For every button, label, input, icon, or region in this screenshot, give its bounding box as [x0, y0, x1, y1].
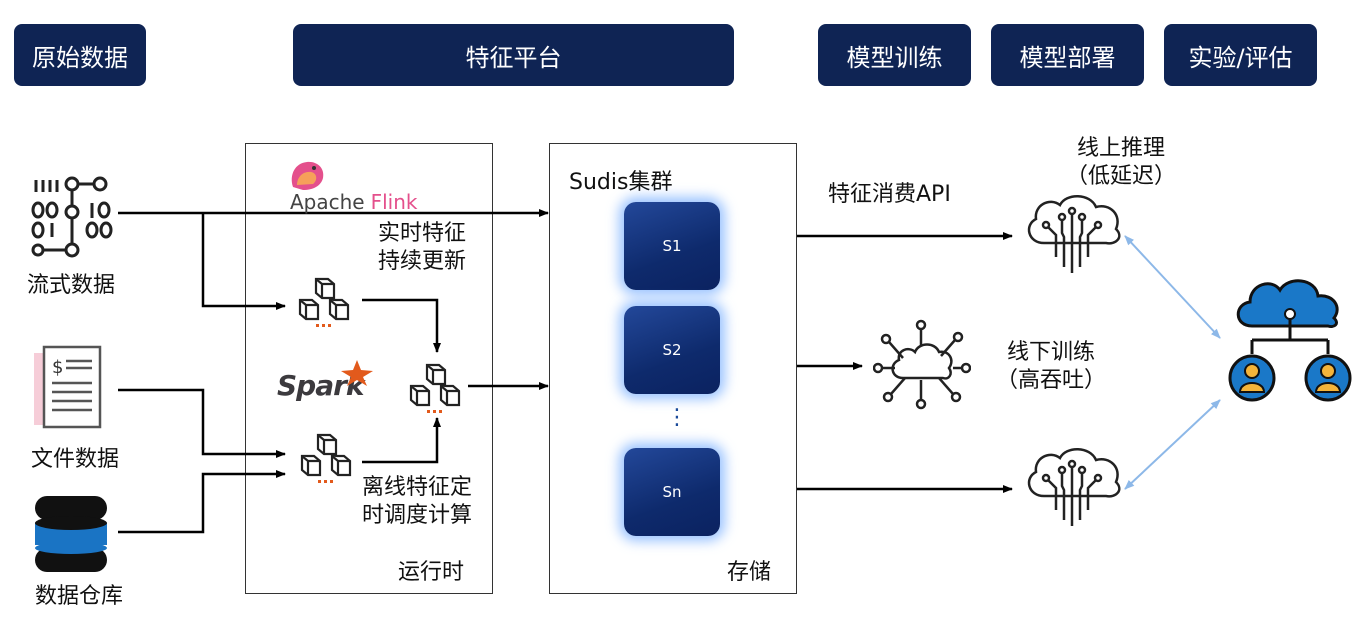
- cloud-network-icon: [873, 319, 971, 410]
- storage-label: 存储: [727, 560, 772, 585]
- header-model-deploy: 模型部署: [991, 24, 1144, 86]
- spark-star-icon: [341, 360, 373, 386]
- link-cloud3-to-users: [1124, 399, 1221, 490]
- header-raw-data: 原始数据: [14, 24, 146, 86]
- storage-ellipsis: ⋮: [666, 405, 688, 430]
- link-online-to-users: [1124, 235, 1221, 339]
- header-experiment: 实验/评估: [1164, 24, 1317, 86]
- header-feature-platform: 特征平台: [293, 24, 734, 86]
- arrow-offline-to-merge: [362, 417, 441, 464]
- storage-node-s1: S1: [624, 202, 720, 290]
- file-data-icon: $: [34, 345, 102, 429]
- database-icon: [35, 496, 107, 572]
- cloud-circuit-icon-2: [1027, 448, 1121, 526]
- feature-api-label: 特征消费API: [828, 182, 951, 207]
- offline-training-label: 线下训练 （高吞吐）: [996, 340, 1107, 393]
- realtime-feature-label: 实时特征 持续更新: [378, 221, 467, 274]
- file-data-label: 文件数据: [31, 447, 120, 472]
- offline-cubes-icon: [300, 433, 352, 483]
- runtime-box: [245, 143, 493, 594]
- offline-feature-label: 离线特征定 时调度计算: [362, 475, 473, 528]
- merge-cubes-icon: [409, 363, 461, 413]
- cloud-users-icon: [1228, 279, 1352, 402]
- online-inference-label: 线上推理 （低延迟）: [1066, 136, 1177, 189]
- flink-squirrel-icon: [291, 161, 324, 190]
- header-model-training: 模型训练: [818, 24, 971, 86]
- cloud-circuit-icon: [1027, 195, 1121, 273]
- data-warehouse-label: 数据仓库: [35, 584, 124, 609]
- stream-data-label: 流式数据: [27, 273, 116, 298]
- arrow-realtime-to-merge: [362, 298, 441, 353]
- cluster-label: Sudis集群: [569, 170, 673, 195]
- arrow-stream-to-realtime: [201, 213, 286, 310]
- storage-node-s2: S2: [624, 306, 720, 394]
- runtime-label: 运行时: [398, 560, 465, 585]
- svg-text:$: $: [52, 357, 63, 378]
- stream-data-icon: [31, 176, 113, 258]
- flink-product-text: Flink: [370, 190, 418, 214]
- realtime-cubes-icon: [298, 277, 350, 327]
- storage-node-sn: Sn: [624, 448, 720, 536]
- arrow-file-to-offline: [118, 388, 286, 458]
- arrow-warehouse-to-offline: [118, 470, 286, 534]
